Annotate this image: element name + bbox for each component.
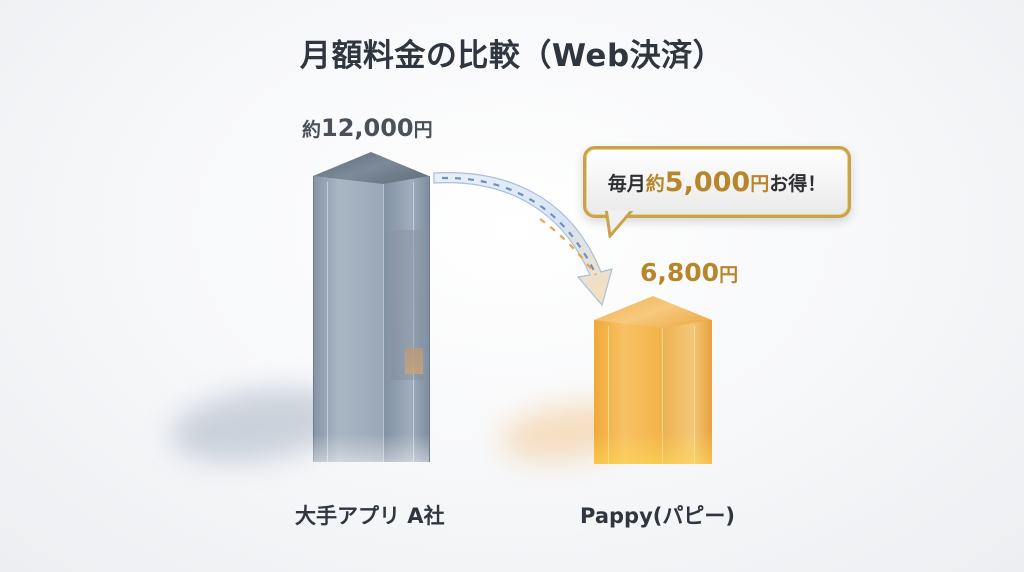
bar-a-value-number: 12,000 xyxy=(321,114,414,142)
callout-amount: 5,000 xyxy=(664,166,751,198)
bar-a-orange-reflection xyxy=(405,348,423,374)
bar-b-base-glint xyxy=(594,432,712,464)
bar-a-face-left xyxy=(313,176,384,462)
chart-title: 月額料金の比較（Web決済） xyxy=(299,38,725,74)
callout-text-monthly: 毎月 xyxy=(607,172,646,195)
curved-arrow-icon xyxy=(433,172,613,307)
bar-a xyxy=(313,152,430,462)
bar-a-base-glint xyxy=(313,434,429,462)
bar-a-value-prefix: 約 xyxy=(302,119,322,141)
bar-a-value-unit: 円 xyxy=(413,119,433,141)
callout-text-approx: 約 xyxy=(645,172,665,195)
category-label-a: 大手アプリ A社 xyxy=(295,504,445,528)
bar-a-edge-line xyxy=(327,182,328,462)
bar-b-value-label: 6,800円 xyxy=(640,258,738,287)
callout-yen: 円 xyxy=(750,172,770,195)
bar-b-edge-line xyxy=(694,326,695,464)
bar-b xyxy=(594,296,712,464)
bar-b-value-unit: 円 xyxy=(719,264,739,286)
bar-a-edge-line xyxy=(383,182,384,462)
callout-tail-icon xyxy=(604,208,638,238)
category-label-b: Pappy(パピー) xyxy=(580,504,735,528)
bar-b-value-number: 6,800 xyxy=(640,258,720,287)
callout-text-savings: お得！ xyxy=(769,172,827,195)
bar-b-edge-line xyxy=(662,326,663,464)
bar-a-value-label: 約12,000円 xyxy=(302,114,433,142)
bar-b-edge-line xyxy=(608,326,609,464)
